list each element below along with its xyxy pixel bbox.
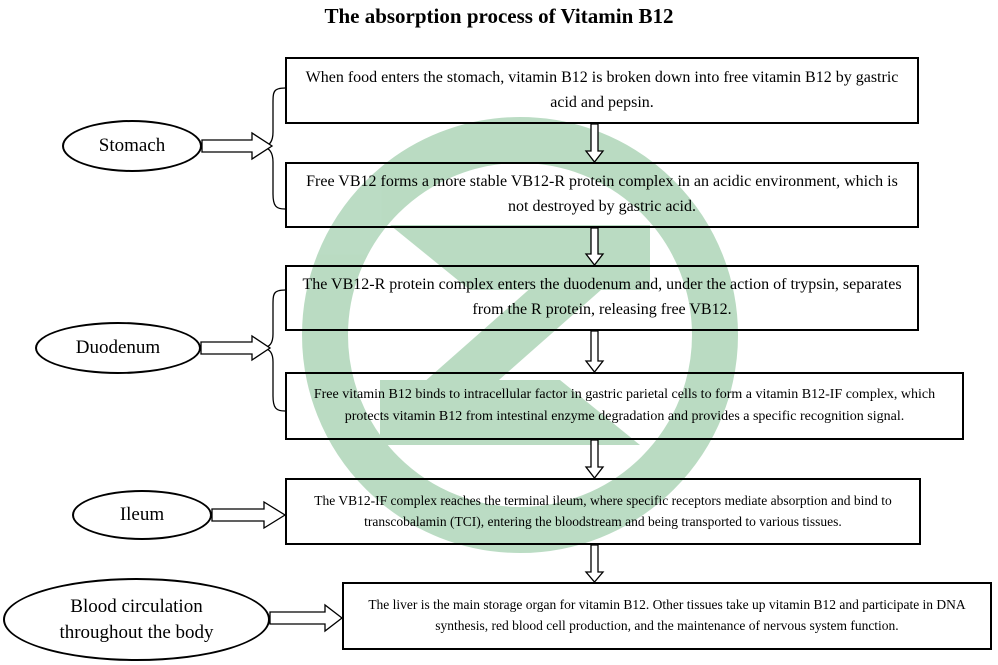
step-text: When food enters the stomach, vitamin B1… — [305, 68, 899, 111]
step-text: The liver is the main storage organ for … — [368, 597, 966, 633]
down-arrow-2 — [584, 227, 605, 267]
stage-label: Ileum — [119, 504, 165, 526]
down-arrow-3 — [584, 330, 605, 374]
stomach-arrow — [201, 131, 274, 161]
blood-arrow — [269, 603, 344, 633]
step-text: Free vitamin B12 binds to intracellular … — [313, 387, 936, 424]
down-arrow-5 — [584, 544, 605, 584]
stage-duodenum: Duodenum — [35, 322, 201, 374]
step-text: The VB12-IF complex reaches the terminal… — [314, 492, 892, 529]
diagram-title: The absorption process of Vitamin B12 — [324, 4, 674, 28]
down-arrow-1 — [584, 123, 605, 164]
stage-label: Stomach — [98, 135, 166, 157]
step-box-6: The liver is the main storage organ for … — [342, 582, 992, 650]
step-text: Free VB12 forms a more stable VB12-R pro… — [306, 173, 898, 215]
step-box-3: The VB12-R protein complex enters the du… — [285, 265, 919, 331]
step-box-5: The VB12-IF complex reaches the terminal… — [285, 478, 921, 545]
step-text: The VB12-R protein complex enters the du… — [302, 276, 902, 318]
down-arrow-4 — [584, 439, 605, 480]
stage-stomach: Stomach — [62, 120, 202, 172]
step-box-4: Free vitamin B12 binds to intracellular … — [285, 372, 964, 440]
stage-label: Blood circulation throughout the body — [59, 595, 214, 643]
duodenum-arrow — [200, 334, 272, 362]
stage-label: Duodenum — [75, 337, 161, 359]
ileum-arrow — [211, 500, 287, 530]
step-box-2: Free VB12 forms a more stable VB12-R pro… — [285, 162, 919, 228]
stage-blood-circulation: Blood circulation throughout the body — [3, 578, 270, 661]
step-box-1: When food enters the stomach, vitamin B1… — [285, 57, 919, 124]
stage-ileum: Ileum — [72, 490, 212, 540]
